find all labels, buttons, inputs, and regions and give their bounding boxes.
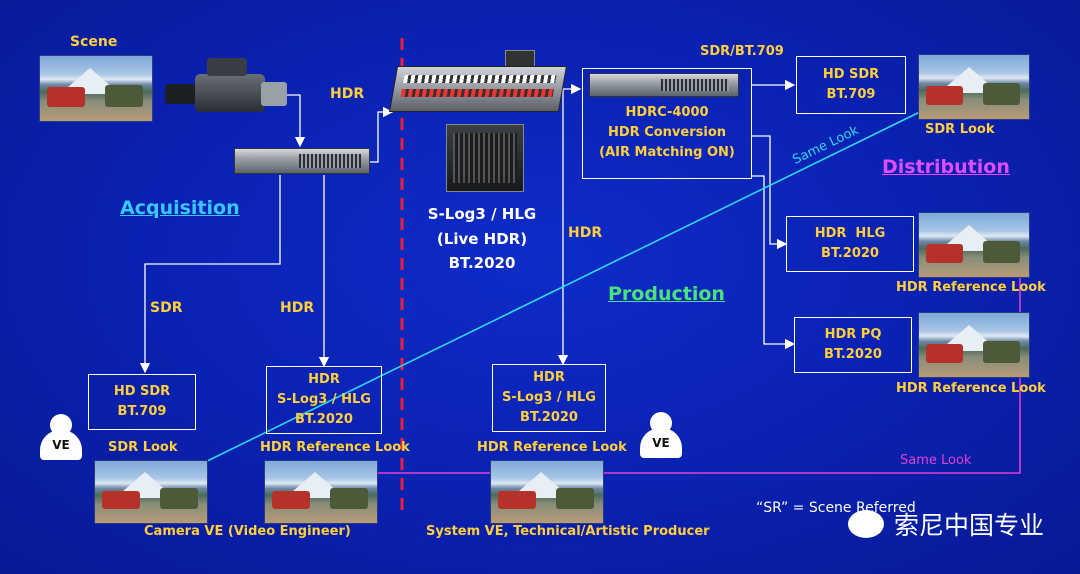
hd-sdr-top-line2: BT.709 (826, 87, 876, 102)
hdr-label-top: HDR (330, 86, 365, 102)
wire-hdrc-hlg (752, 135, 788, 250)
ve-right-text: VE (652, 436, 670, 450)
center-format-line3: BT.2020 (448, 254, 516, 272)
hdr-slog-center-line2: S-Log3 / HLG (502, 390, 596, 405)
hdrc-device-icon (589, 73, 739, 97)
center-format-line1: S-Log3 / HLG (427, 205, 537, 223)
hdr-pq-box: HDR PQ BT.2020 (794, 317, 912, 373)
hdr-branch-label-center: HDR (568, 225, 603, 241)
hdr-slog-left-line1: HDR (308, 372, 340, 387)
hdr-slog-center-line1: HDR (533, 370, 565, 385)
center-format-line2: (Live HDR) (436, 230, 528, 248)
camera-icon (165, 56, 290, 116)
frame-processor-icon (446, 124, 524, 192)
wire-ccu-switcher (370, 106, 394, 163)
hdr-ref-look-label-left: HDR Reference Look (260, 440, 410, 455)
sdr-look-label-top: SDR Look (925, 122, 995, 137)
hdr-hlg-line2: BT.2020 (821, 246, 879, 261)
scene-thumbnail (39, 55, 153, 122)
hdr-ref-look-label-r2: HDR Reference Look (896, 381, 1046, 396)
sdr-branch-label: SDR (150, 300, 183, 316)
hd-sdr-distribution-box: HD SDR BT.709 (796, 56, 906, 114)
hdr-slog-left-line3: BT.2020 (295, 412, 353, 427)
hdr-hlg-box: HDR HLG BT.2020 (786, 216, 914, 272)
hd-sdr-monitor-box: HD SDR BT.709 (88, 374, 196, 430)
hdr-pq-line2: BT.2020 (824, 347, 882, 362)
sdr-look-thumbnail-left (94, 460, 208, 524)
hd-sdr-left-line1: HD SDR (113, 384, 171, 399)
hdr-slog-monitor-box-center: HDR S-Log3 / HLG BT.2020 (492, 364, 606, 432)
wechat-icon (847, 510, 884, 538)
hd-sdr-left-line2: BT.709 (117, 404, 167, 419)
wire-camera-ccu (285, 94, 306, 148)
hdr-pq-line1: HDR PQ (824, 327, 882, 342)
hdr-slog-monitor-box-left: HDR S-Log3 / HLG BT.2020 (266, 366, 382, 434)
hdrc-conversion-box: HDRC-4000 HDR Conversion (AIR Matching O… (582, 68, 752, 179)
hdr-branch-label: HDR (280, 300, 315, 316)
hd-sdr-top-line1: HD SDR (822, 67, 880, 82)
hdrc-line2: HDR Conversion (607, 125, 726, 140)
hlg-reference-thumbnail (918, 212, 1030, 278)
hdr-look-thumbnail-left (264, 460, 378, 524)
pq-reference-thumbnail (918, 312, 1030, 378)
hdr-slog-center-line3: BT.2020 (520, 410, 578, 425)
hdrc-line1: HDRC-4000 (625, 105, 709, 120)
video-engineer-icon-left: VE (40, 414, 82, 460)
watermark-text: 索尼中国专业 (893, 511, 1044, 540)
hdr-ref-look-label-center: HDR Reference Look (477, 440, 627, 455)
hdr-slog-left-line2: S-Log3 / HLG (277, 392, 371, 407)
section-distribution: Distribution (882, 156, 1010, 178)
hdrc-line3: (AIR Matching ON) (599, 145, 735, 160)
same-look-cyan-line (192, 105, 933, 469)
video-engineer-icon-right: VE (640, 412, 682, 458)
ve-left-text: VE (52, 438, 70, 452)
hdr-look-thumbnail-center (490, 460, 604, 524)
camera-ve-caption: Camera VE (Video Engineer) (144, 524, 351, 539)
section-acquisition: Acquisition (120, 197, 240, 219)
ccu-device-icon (234, 148, 370, 174)
section-production: Production (608, 283, 725, 305)
same-look-bottom-label: Same Look (900, 453, 972, 468)
hdr-hlg-line1: HDR HLG (814, 226, 886, 241)
sdr-look-thumbnail-top (918, 54, 1030, 120)
switcher-device-icon (388, 50, 568, 112)
scene-label: Scene (70, 34, 118, 50)
system-ve-caption: System VE, Technical/Artistic Producer (426, 524, 710, 539)
wire-ccu-down (139, 175, 281, 374)
watermark: 索尼中国专业 (847, 506, 1044, 542)
sdr-bt709-label: SDR/BT.709 (700, 44, 784, 59)
sdr-look-label-left: SDR Look (108, 440, 178, 455)
wire-hdrc-pq (752, 175, 796, 350)
hdr-ref-look-label-r1: HDR Reference Look (896, 280, 1046, 295)
